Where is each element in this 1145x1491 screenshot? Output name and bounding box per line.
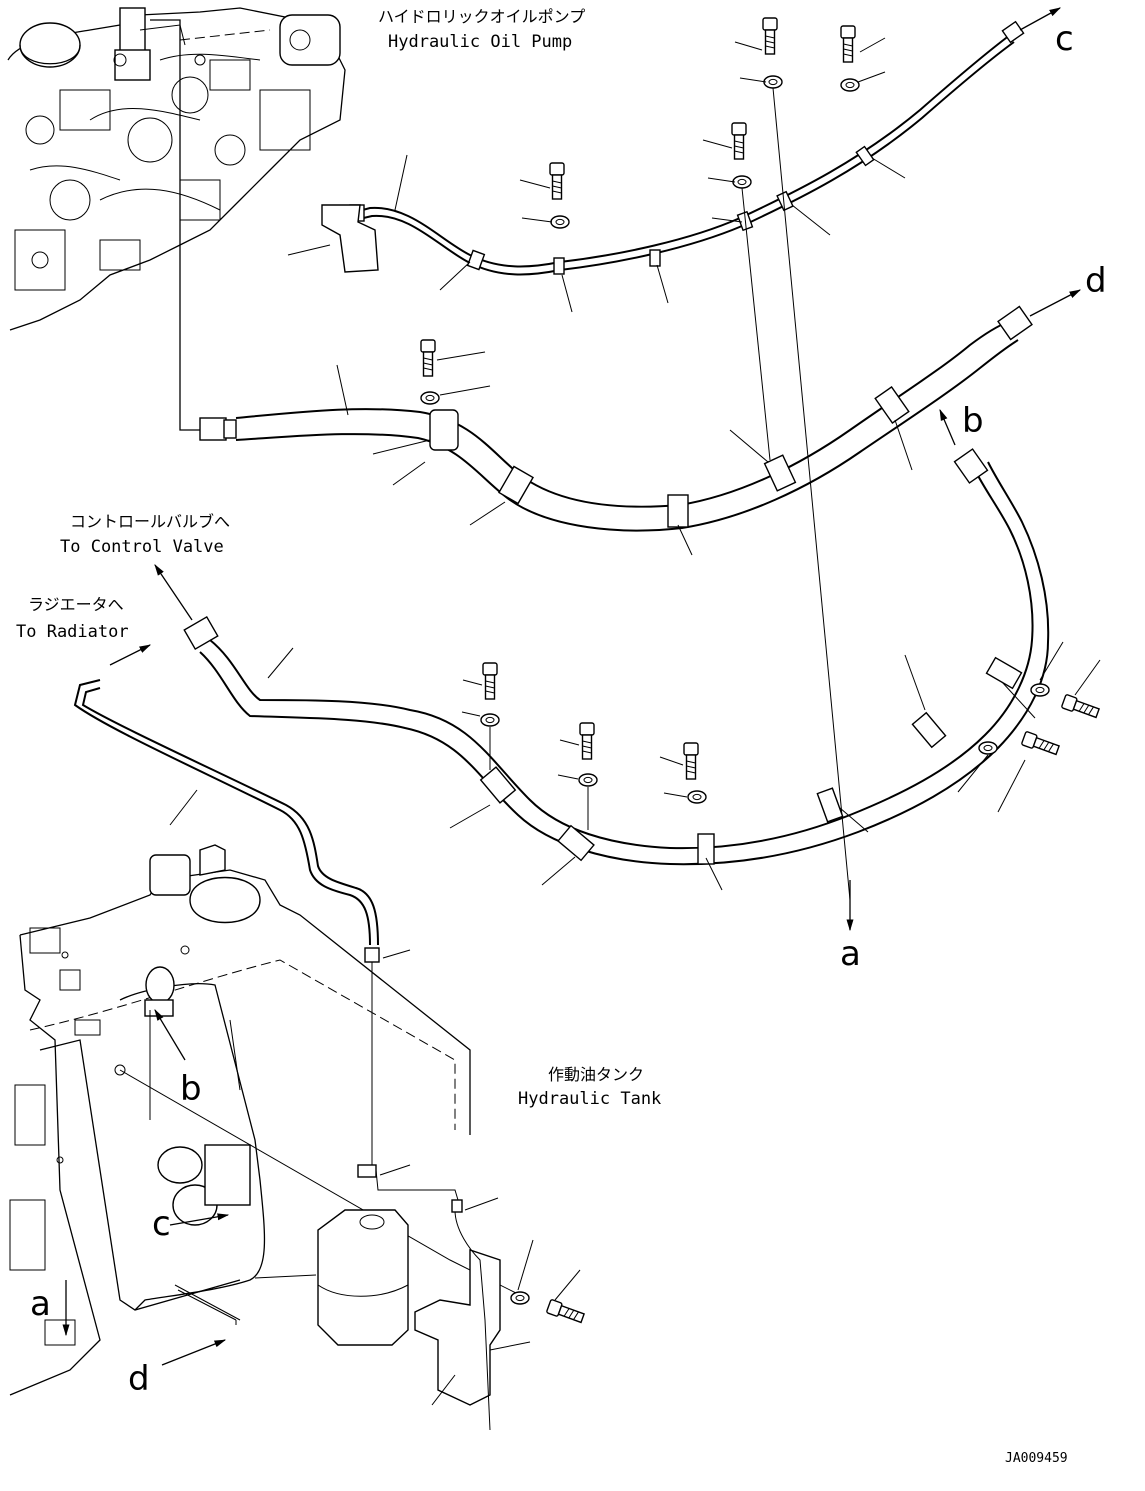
tank-label-en: Hydraulic Tank <box>518 1089 661 1109</box>
arrow-b-low <box>154 1008 186 1061</box>
callout-c-top: c <box>1055 19 1074 59</box>
radiator-label-jp: ラジエータへ <box>28 595 124 614</box>
arrow-c-top <box>1019 7 1062 31</box>
callout-a-low: a <box>30 1284 51 1324</box>
arrow-d-top <box>1029 289 1082 317</box>
callout-d-top: d <box>1085 261 1107 301</box>
control-valve-label-en: To Control Valve <box>60 537 224 557</box>
upper-pilot-hose <box>321 20 1025 276</box>
pump-label-en: Hydraulic Oil Pump <box>388 32 572 52</box>
hydraulic-tank-frame <box>9 844 586 1431</box>
leader-lines-upper <box>287 37 906 313</box>
radiator-label-en: To Radiator <box>16 622 129 642</box>
arrow-c-low <box>169 1213 230 1226</box>
callout-b-low: b <box>180 1069 202 1109</box>
callout-d-low: d <box>128 1359 150 1399</box>
lower-hardware <box>267 641 1101 891</box>
pump-label-jp: ハイドロリックオイルポンプ <box>378 7 585 26</box>
arrow-b-top <box>939 408 956 446</box>
middle-suction-hose <box>199 305 1033 532</box>
radiator-drain-tube <box>73 644 411 1170</box>
drawing-id: JA009459 <box>1005 1451 1068 1466</box>
arrow-d-low <box>161 1339 227 1366</box>
tank-label-jp: 作動油タンク <box>548 1065 644 1084</box>
callout-a-mid: a <box>840 934 861 974</box>
middle-hardware <box>336 339 913 556</box>
arrow-control-valve <box>154 564 193 621</box>
callout-b-top: b <box>962 401 984 441</box>
lower-return-hose <box>183 448 1050 866</box>
callout-c-low: c <box>152 1204 171 1244</box>
upper-hardware <box>549 17 860 901</box>
control-valve-label-jp: コントロールバルブへ <box>70 512 230 531</box>
engine-pump-assembly <box>7 7 346 431</box>
